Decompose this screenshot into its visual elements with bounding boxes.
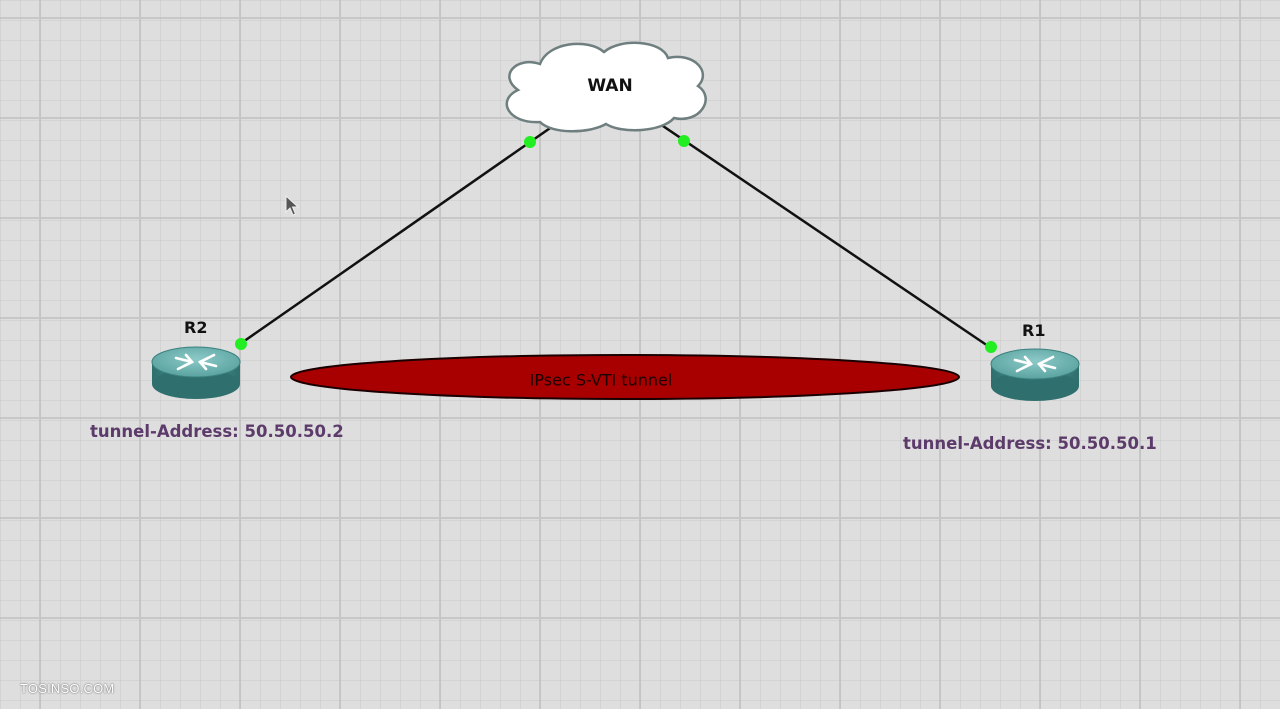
tunnel-label: IPsec S-VTI tunnel [529,370,673,390]
link-status-dot [678,135,690,147]
link-r1-wan[interactable] [659,122,992,350]
router-icon[interactable] [151,346,241,399]
tunnel-address-r1: tunnel-Address: 50.50.50.1 [903,434,1157,453]
router-label-r2: R2 [184,318,208,337]
link-status-dot [985,341,997,353]
mouse-pointer-icon [285,194,300,216]
router-label-r1: R1 [1022,321,1046,340]
link-status-dot [524,136,536,148]
cloud-icon[interactable] [505,41,707,133]
watermark: TOSINSO.COM [20,681,115,696]
wan-label: WAN [587,76,633,96]
tunnel-address-r2: tunnel-Address: 50.50.50.2 [90,422,344,441]
tunnel-ellipse[interactable] [290,354,960,400]
router-icon[interactable] [990,348,1080,401]
link-status-dot [235,338,247,350]
link-r2-wan[interactable] [239,115,567,346]
